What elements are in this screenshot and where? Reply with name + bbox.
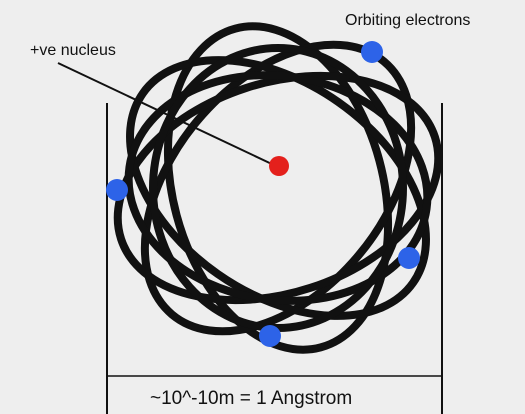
electron-left [106, 179, 128, 201]
nucleus-label: +ve nucleus [30, 42, 116, 59]
electron-top-right [361, 41, 383, 63]
orbits [113, 22, 443, 354]
electron-right [398, 247, 420, 269]
electrons-label: Orbiting electrons [345, 12, 470, 29]
orbit-4 [126, 56, 430, 320]
scale-label: ~10^-10m = 1 Angstrom [150, 388, 352, 409]
nucleus-pointer-line [57, 62, 277, 167]
orbit-1 [163, 22, 393, 354]
nucleus [269, 156, 289, 176]
orbit-3 [113, 71, 443, 305]
orbit-2 [140, 40, 416, 336]
electron-bottom [259, 325, 281, 347]
orbit-5 [124, 71, 432, 305]
orbit-6 [149, 44, 407, 332]
